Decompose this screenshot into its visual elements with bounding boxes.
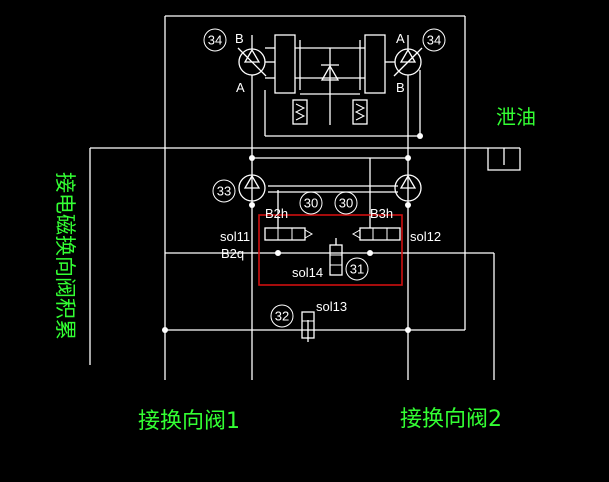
callout-34-right: 34 [422, 28, 446, 52]
callout-30-left-text: 30 [304, 196, 318, 211]
label-b3h: B3h [370, 206, 393, 221]
callout-34-left: 34 [203, 28, 227, 52]
label-sol14: sol14 [292, 265, 323, 280]
port-b-right: B [396, 80, 405, 95]
callout-30-left: 30 [299, 191, 323, 215]
valve-33-pair [238, 174, 422, 202]
label-valve-2: 接换向阀2 [400, 407, 502, 432]
solenoid-valve-sol13 [301, 311, 315, 339]
label-drain-oil: 泄油 [496, 105, 536, 129]
solenoid-valve-sol14 [329, 238, 343, 276]
solenoid-valve-sol11 [264, 227, 314, 241]
callout-31: 31 [345, 257, 369, 281]
junction-dots [162, 133, 423, 333]
callout-30-right-text: 30 [339, 196, 353, 211]
callout-33: 33 [212, 179, 236, 203]
valve-group-box [258, 214, 403, 286]
valve-34-left [237, 35, 275, 90]
actuator-assembly [265, 34, 386, 125]
label-b2q: B2q [221, 246, 244, 261]
callout-34-right-text: 34 [427, 33, 441, 48]
callout-32-text: 32 [275, 309, 289, 324]
port-a-left: A [236, 80, 245, 95]
callout-34-left-text: 34 [208, 33, 222, 48]
callout-31-text: 31 [350, 262, 364, 277]
solenoid-valve-sol12 [351, 227, 401, 241]
label-sol13: sol13 [316, 299, 347, 314]
callout-33-text: 33 [217, 184, 231, 199]
drain-tank-symbol [487, 148, 521, 171]
callout-32: 32 [270, 304, 294, 328]
port-b-left: B [235, 31, 244, 46]
label-vertical-side: 接电磁换向阀积累 [53, 172, 77, 340]
port-a-right: A [396, 31, 405, 46]
callout-30-right: 30 [334, 191, 358, 215]
label-valve-1: 接换向阀1 [138, 409, 240, 434]
label-sol11: sol11 [220, 229, 250, 244]
label-sol12: sol12 [410, 229, 441, 244]
label-b2h: B2h [265, 206, 288, 221]
valve-34-right [385, 35, 423, 90]
